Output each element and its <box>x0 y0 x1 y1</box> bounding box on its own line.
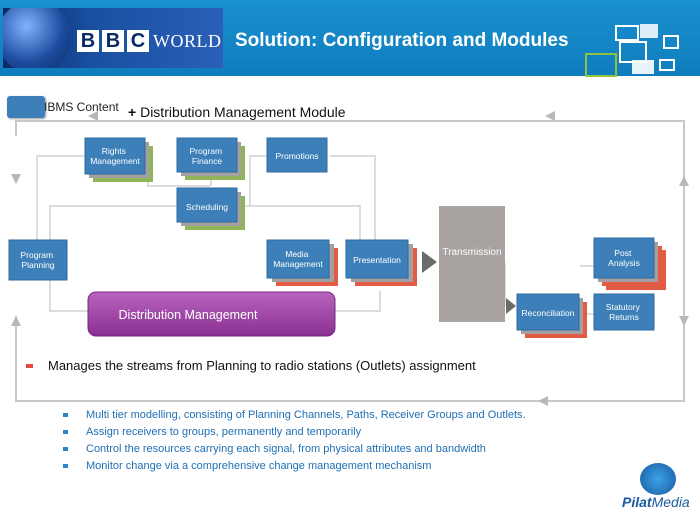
label-line: Rights <box>102 146 126 156</box>
arrow-right-icon <box>506 298 516 314</box>
header-bar: B B C WORLD SERVICE Solution: Configurat… <box>0 0 700 77</box>
label-statutory: Statutory Returns <box>606 302 642 322</box>
distribution-management-box <box>87 291 336 337</box>
bbc-world-service-logo: B B C WORLD SERVICE <box>3 8 223 68</box>
label-finance: Program Finance <box>190 146 225 166</box>
pilatmedia-brand: PilatMedia <box>622 494 690 510</box>
loop-arrow-icon <box>545 111 555 121</box>
label-line: Management <box>90 156 140 166</box>
logo-letter: B <box>77 30 99 52</box>
label-line: Statutory <box>606 302 641 312</box>
globe-icon <box>3 8 71 68</box>
legend-module: + Distribution Management Module <box>128 104 346 120</box>
loop-arrow-icon <box>11 174 21 184</box>
label-line: Program <box>190 146 223 156</box>
sub-bullet-list: Multi tier modelling, consisting of Plan… <box>63 408 563 476</box>
loop-arrow-icon <box>11 316 21 326</box>
loop-arrow-icon <box>538 396 548 406</box>
label-line: Post <box>614 248 632 258</box>
main-bullet-text: Manages the streams from Planning to rad… <box>48 358 476 373</box>
sub-bullet: Assign receivers to groups, permanently … <box>63 425 563 439</box>
loop-arrow-icon <box>679 176 689 186</box>
label-line: Returns <box>609 312 639 322</box>
label-line: Analysis <box>608 258 640 268</box>
loop-arrow-icon <box>88 111 98 121</box>
label-line: Finance <box>192 156 223 166</box>
sub-bullet: Multi tier modelling, consisting of Plan… <box>63 408 563 422</box>
post-analysis-box <box>593 237 666 290</box>
label-rights: Rights Management <box>90 146 140 166</box>
media-management-box <box>266 239 338 286</box>
sub-bullet: Monitor change via a comprehensive chang… <box>63 459 563 473</box>
logo-letter: B <box>102 30 124 52</box>
statutory-returns-box <box>593 293 655 331</box>
legend-module-label: Distribution Management Module <box>140 104 346 120</box>
brand-part2: Media <box>651 494 690 510</box>
label-line: Program <box>21 250 54 260</box>
program-planning-box <box>8 239 68 281</box>
scheduling-box <box>176 187 245 230</box>
cycle-loop <box>15 120 685 402</box>
brand-part1: Pilat <box>622 494 652 510</box>
reconciliation-box <box>516 293 587 338</box>
main-bullet-marker <box>26 364 33 368</box>
label-distribution: Distribution Management <box>119 308 258 322</box>
program-finance-box <box>176 137 245 180</box>
label-media: Media Management <box>273 249 323 269</box>
ibms-content-swatch <box>7 96 45 118</box>
sub-bullet: Control the resources carrying each sign… <box>63 442 563 456</box>
logo-words: WORLD SERVICE <box>153 31 223 51</box>
label-line: Planning <box>21 260 54 270</box>
slide-title: Solution: Configuration and Modules <box>235 30 569 51</box>
legend-plus: + <box>128 104 137 120</box>
logo-letter: C <box>127 30 149 52</box>
label-presentation: Presentation <box>353 255 401 265</box>
bbc-letters: B B C <box>77 30 149 52</box>
label-scheduling: Scheduling <box>186 202 228 212</box>
transmission-box <box>439 206 505 322</box>
label-planning: Program Planning <box>21 250 56 270</box>
label-reconciliation: Reconciliation <box>522 308 575 318</box>
rights-management-box <box>84 137 153 182</box>
label-line: Management <box>273 259 323 269</box>
promotions-box <box>266 137 328 173</box>
loop-arrow-icon <box>679 316 689 326</box>
presentation-box <box>345 239 417 286</box>
label-transmission: Transmission <box>442 247 501 258</box>
loop-arrows <box>11 111 689 406</box>
pilatmedia-logo-icon <box>640 463 676 495</box>
label-post-analysis: Post Analysis <box>608 248 640 268</box>
label-line: Media <box>285 249 308 259</box>
legend-ibms-content: IBMS Content <box>44 100 119 114</box>
arrow-right-icon <box>422 251 437 273</box>
label-promotions: Promotions <box>276 151 319 161</box>
decorative-squares-icon <box>585 24 679 77</box>
workflow-diagram: Rights Management Program Finance Promot… <box>8 111 689 406</box>
